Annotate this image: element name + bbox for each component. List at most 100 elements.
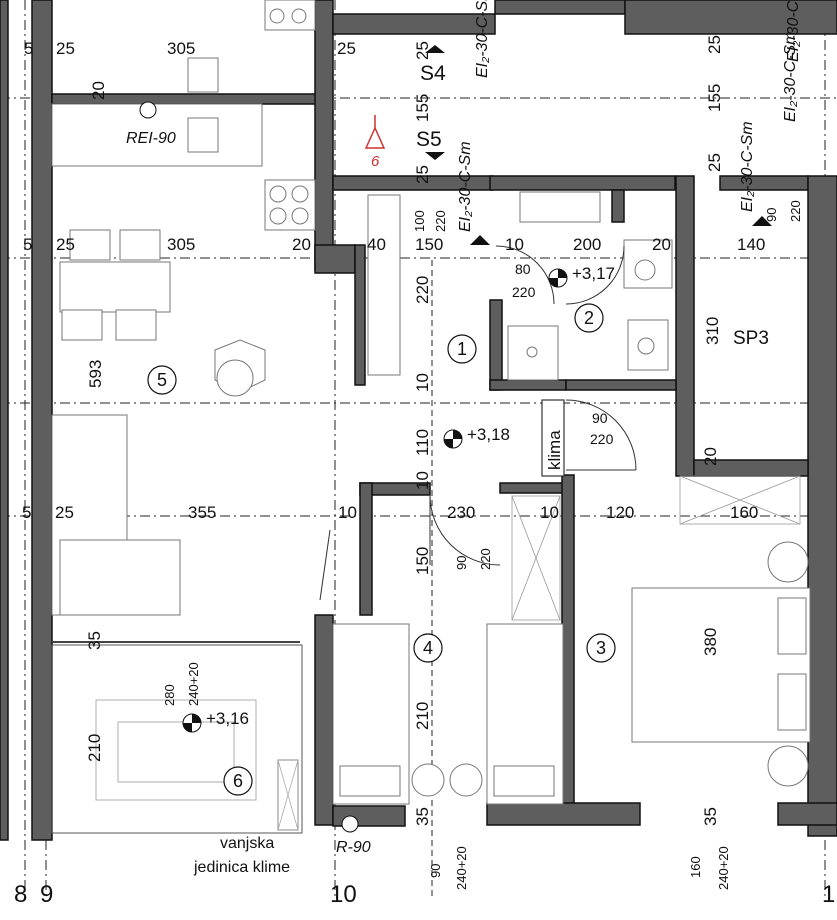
wall-code-1: EI₂-30-C-Sm (474, 0, 491, 78)
svg-text:155: 155 (705, 84, 724, 112)
svg-text:25: 25 (705, 153, 724, 172)
svg-text:155: 155 (413, 94, 432, 122)
svg-text:10: 10 (505, 235, 524, 254)
outdoor-unit-line-1: vanjska (220, 835, 274, 852)
door-marker-rei90 (139, 101, 157, 119)
svg-text:10: 10 (413, 373, 432, 392)
svg-text:140: 140 (737, 235, 765, 254)
kitchen (51, 0, 316, 616)
svg-text:10: 10 (413, 471, 432, 490)
svg-text:40: 40 (367, 235, 386, 254)
svg-text:90: 90 (428, 864, 443, 878)
svg-text:110: 110 (413, 429, 432, 456)
svg-text:25: 25 (55, 503, 74, 522)
wall-code-4: EI₂-30-C-Sm (782, 31, 799, 122)
svg-text:240+20: 240+20 (716, 846, 731, 890)
dimensions-row-2: 5 25 305 20 40 150 10 200 20 140 (23, 235, 765, 254)
room-label-sp3: SP3 (733, 328, 769, 349)
outdoor-unit-line-2: jedinica klime (193, 859, 290, 876)
svg-text:355: 355 (188, 503, 216, 522)
room-markers (147, 303, 616, 796)
svg-text:230: 230 (447, 503, 475, 522)
svg-text:10: 10 (540, 503, 559, 522)
level-room-6: +3,16 (206, 709, 249, 728)
svg-text:25: 25 (56, 235, 75, 254)
svg-text:5: 5 (22, 503, 31, 522)
room-number-6: 6 (233, 771, 243, 791)
stair-marker (364, 115, 386, 149)
svg-text:150: 150 (415, 235, 443, 254)
svg-text:160: 160 (688, 856, 703, 878)
klima-label: klima (545, 430, 564, 470)
axis-label-9: 9 (40, 881, 53, 908)
room-number-1: 1 (457, 339, 467, 359)
svg-text:200: 200 (573, 235, 601, 254)
svg-text:5: 5 (24, 39, 33, 58)
svg-text:220: 220 (478, 548, 493, 570)
room-number-4: 4 (423, 638, 433, 658)
svg-text:20: 20 (652, 235, 671, 254)
klima-unit (541, 399, 565, 477)
svg-text:220: 220 (413, 276, 432, 304)
svg-text:25: 25 (705, 35, 724, 54)
svg-text:220: 220 (512, 284, 536, 300)
svg-text:10: 10 (338, 503, 357, 522)
dimensions-vertical: 155 25 155 25 220 100 220 90 220 80 220 … (85, 35, 803, 890)
section-markers (425, 45, 772, 245)
svg-text:20: 20 (292, 235, 311, 254)
balcony (51, 641, 303, 834)
svg-text:5: 5 (23, 235, 32, 254)
svg-text:220: 220 (788, 200, 803, 222)
bedroom-3-furniture (631, 475, 811, 787)
level-markers (182, 268, 568, 733)
axis-label-10: 10 (330, 881, 357, 908)
svg-text:90: 90 (592, 410, 608, 426)
svg-text:150: 150 (413, 547, 432, 575)
axis-label-8: 8 (14, 881, 27, 908)
svg-text:20: 20 (701, 447, 720, 466)
dimensions-row-1: 5 25 305 25 20 (24, 39, 356, 100)
bathroom-fixtures (367, 191, 673, 381)
level-room-2: +3,17 (572, 264, 615, 283)
svg-text:240+20: 240+20 (454, 846, 469, 890)
wall-code-2: EI₂-30-C-Sm (457, 141, 474, 232)
svg-text:210: 210 (85, 734, 104, 762)
bedroom-4-furniture (332, 495, 564, 805)
svg-text:305: 305 (167, 39, 195, 58)
doors (319, 245, 637, 601)
svg-text:25: 25 (413, 41, 432, 60)
room-number-3: 3 (596, 638, 606, 658)
svg-text:120: 120 (606, 503, 634, 522)
section-s4: S4 (420, 62, 446, 85)
svg-text:80: 80 (515, 261, 531, 277)
svg-text:20: 20 (89, 81, 108, 100)
svg-text:310: 310 (703, 317, 722, 345)
svg-text:25: 25 (337, 39, 356, 58)
svg-text:220: 220 (433, 210, 448, 232)
door-rating-r90: R-90 (336, 839, 371, 856)
svg-text:240+20: 240+20 (186, 662, 201, 706)
room-number-2: 2 (584, 308, 594, 328)
svg-text:90: 90 (764, 208, 779, 222)
svg-text:25: 25 (413, 165, 432, 184)
svg-text:380: 380 (701, 628, 720, 656)
svg-text:100: 100 (412, 210, 427, 232)
svg-text:25: 25 (56, 39, 75, 58)
dimensions-row-3: 5 25 355 10 230 10 120 160 (22, 503, 758, 522)
room-number-5: 5 (157, 370, 167, 390)
section-s5: S5 (416, 128, 442, 151)
door-marker-r90 (341, 815, 359, 833)
svg-text:35: 35 (413, 807, 432, 826)
svg-text:593: 593 (86, 360, 105, 388)
stair-marker-number: 6 (371, 153, 380, 170)
axis-label-1: 1 (822, 881, 835, 908)
svg-text:90: 90 (454, 556, 469, 570)
door-rating-rei90: REI-90 (126, 130, 176, 147)
walls (0, 0, 837, 841)
level-room-1: +3,18 (467, 425, 510, 444)
wall-code-3: EI₂-30-C-Sm (785, 0, 802, 62)
svg-text:220: 220 (590, 431, 614, 447)
svg-text:305: 305 (167, 235, 195, 254)
svg-text:35: 35 (701, 807, 720, 826)
